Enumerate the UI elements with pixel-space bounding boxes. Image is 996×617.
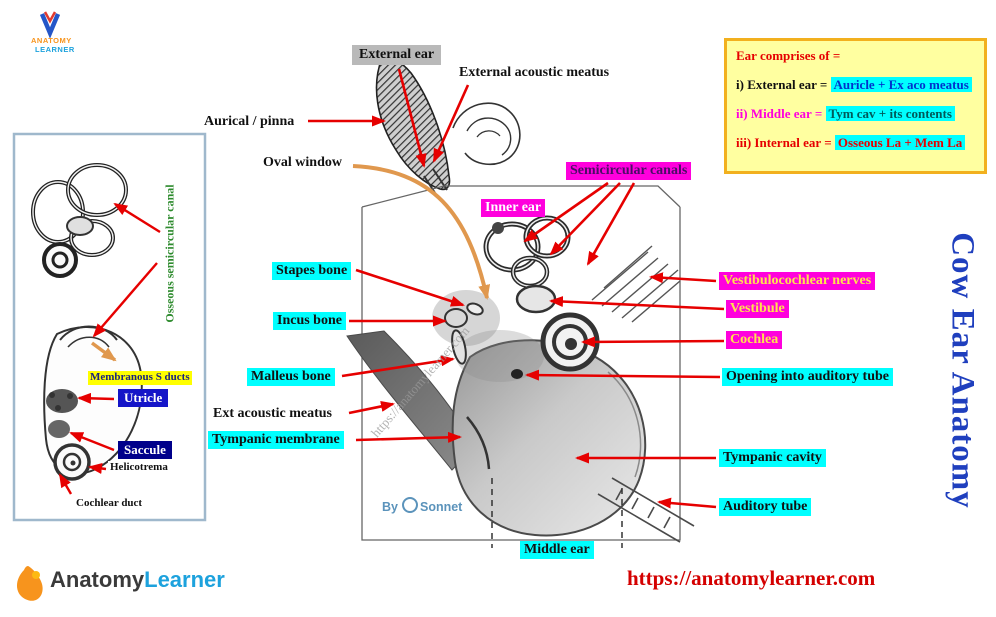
arrow-opening — [525, 369, 721, 381]
arrow-external-acoustic-meatus — [432, 84, 470, 163]
label-cochlear-duct: Cochlear duct — [76, 497, 143, 509]
anatomylearner-logo-top-icon — [39, 11, 61, 39]
arrow-semicircular-2 — [549, 182, 621, 256]
red-arrows — [308, 68, 725, 509]
arrow-helicotrema — [88, 463, 107, 474]
cavity-inner-line — [607, 371, 642, 478]
logo-top-learner: LEARNER — [35, 45, 75, 54]
ossicles-drawing — [432, 290, 544, 382]
label-external-acoustic-meatus: External acoustic meatus — [459, 65, 610, 80]
vestibule-shape — [515, 284, 557, 314]
arrow-auditory-tube — [657, 497, 717, 509]
label-vestibulocochlear-nerves: Vestibulocochlear nerves — [719, 272, 876, 290]
credit-line: By Sonnet — [382, 497, 462, 514]
arrow-utricle — [77, 392, 115, 404]
label-tympanic-membrane: Tympanic membrane — [208, 431, 344, 449]
arrow-osseous-canal-down — [92, 262, 158, 338]
label-malleus-bone: Malleus bone — [247, 368, 335, 386]
auditory-tube-drawing — [597, 477, 695, 543]
inset-inner-ear-drawing — [12, 132, 207, 522]
infobox-row-external: i) External ear = Auricle + Ex aco meatu… — [736, 77, 975, 93]
arrow-cochlear-duct — [58, 473, 73, 495]
ear-comprises-box: Ear comprises of = i) External ear = Aur… — [724, 38, 987, 174]
tympanic-membrane-line — [466, 416, 491, 470]
auditory-tube-opening-dot — [511, 369, 523, 379]
inset-red-arrows — [58, 202, 161, 495]
label-middle-ear: Middle ear — [520, 541, 594, 559]
infobox-row-internal: iii) Internal ear = Osseous La + Mem La — [736, 135, 975, 151]
label-opening-auditory-tube: Opening into auditory tube — [722, 368, 893, 386]
arrow-oval-window — [352, 164, 491, 300]
logo-bottom-learner: Learner — [144, 567, 225, 592]
arrow-cochlea — [581, 336, 725, 348]
label-external-ear: External ear — [352, 45, 442, 65]
label-incus-bone: Incus bone — [273, 312, 346, 330]
nerve-hatching — [591, 245, 681, 323]
arrow-ext-meatus — [348, 401, 395, 415]
infobox-title: Ear comprises of = — [736, 48, 841, 63]
infobox-row-middle: ii) Middle ear = Tym cav + its contents — [736, 106, 975, 122]
label-utricle: Utricle — [118, 389, 169, 408]
label-saccule: Saccule — [118, 441, 172, 460]
label-vestibule: Vestibule — [726, 300, 789, 318]
arrow-malleus — [341, 355, 455, 378]
sonnet-logo-icon — [401, 497, 418, 513]
label-inner-ear: Inner ear — [481, 199, 546, 217]
arrow-external-ear — [397, 68, 427, 168]
label-membranous-s-ducts: Membranous S ducts — [88, 371, 192, 385]
logo-top-anatomy: ANATOMY — [31, 36, 72, 45]
credit-by: By — [382, 500, 398, 514]
label-auditory-tube: Auditory tube — [719, 498, 812, 516]
label-ext-acoustic-meatus: Ext acoustic meatus — [213, 406, 332, 421]
label-helicotrema: Helicotrema — [108, 461, 170, 475]
semicircular-canals-drawing — [483, 215, 571, 289]
site-url-link[interactable]: https://anatomylearner.com — [627, 566, 876, 590]
arrow-tympanic-membrane — [355, 431, 462, 443]
label-cochlea: Cochlea — [726, 331, 783, 349]
label-stapes-bone: Stapes bone — [272, 262, 352, 280]
label-semicircular-canals: Semicircular canals — [566, 162, 692, 180]
arrow-vestibule — [549, 296, 725, 311]
arrow-stapes — [355, 268, 465, 307]
credit-name: Sonnet — [419, 500, 463, 514]
arrow-semicircular-3 — [586, 182, 636, 266]
page-title: Cow Ear Anatomy — [944, 232, 981, 509]
logo-bottom-anatomy: Anatomy — [50, 567, 145, 592]
label-tympanic-cavity: Tympanic cavity — [719, 449, 826, 467]
middle-ear-dashed-lines — [491, 478, 623, 548]
label-aurical-pinna: Aurical / pinna — [204, 114, 295, 129]
anatomylearner-logo-bottom: AnatomyLearner — [50, 567, 225, 593]
arrow-saccule — [69, 431, 115, 452]
arrow-vc-nerves — [649, 272, 717, 284]
label-oval-window: Oval window — [263, 155, 342, 170]
anatomylearner-logo-bottom-icon — [17, 566, 43, 601]
arrow-osseous-canal-up — [113, 202, 161, 234]
arrow-inset-orange — [90, 341, 117, 362]
label-osseous-semicircular-canal: Osseous semicircular canal — [162, 184, 177, 323]
arrow-semicircular-1 — [523, 181, 609, 243]
